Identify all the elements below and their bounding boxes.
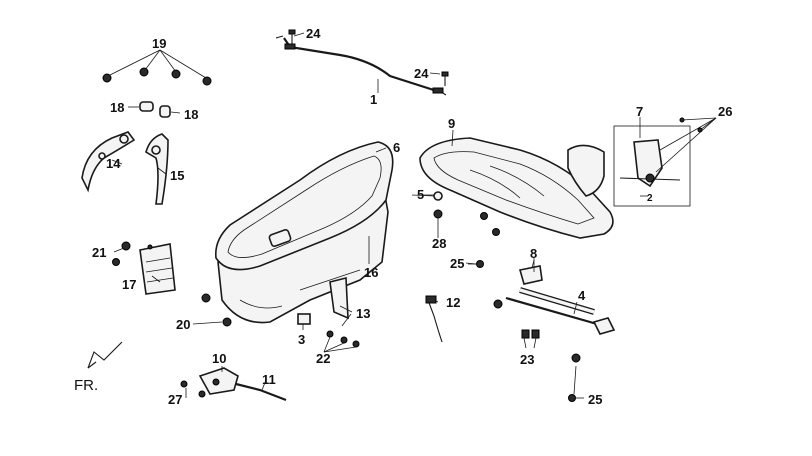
part-21-bolt <box>112 241 131 266</box>
callout-18a: 18 <box>110 100 124 115</box>
part-11-cable <box>235 382 287 402</box>
part-3-plate <box>297 313 311 325</box>
part-24-bolts <box>288 29 449 86</box>
part-17-bracket <box>139 243 176 295</box>
callout-23: 23 <box>520 352 534 367</box>
part-22-clips <box>323 330 360 353</box>
callout-12: 12 <box>446 295 460 310</box>
front-direction-label: FR. <box>74 377 98 394</box>
part-18-caps <box>128 101 181 118</box>
callout-18b: 18 <box>184 107 198 122</box>
part-12-cable-clip <box>425 295 443 343</box>
part-5-bolt <box>411 191 443 201</box>
front-arrow <box>87 341 123 369</box>
callout-9: 9 <box>448 116 455 131</box>
callout-22: 22 <box>316 351 330 366</box>
part-13-pad <box>329 276 349 320</box>
part-26-screws <box>655 117 717 173</box>
part-10-latch <box>198 367 239 395</box>
part-14-handle-left <box>81 131 136 193</box>
callout-17: 17 <box>122 277 136 292</box>
part-25-bolts <box>468 260 577 402</box>
callout-26: 26 <box>718 104 732 119</box>
callout-19: 19 <box>152 36 166 51</box>
callout-25b: 25 <box>588 392 602 407</box>
callout-10: 10 <box>212 351 226 366</box>
callout-14: 14 <box>106 156 121 171</box>
callout-28: 28 <box>432 236 446 251</box>
part-23-bolts <box>521 329 540 339</box>
callout-7: 7 <box>636 104 643 119</box>
part-6-luggage-lid <box>214 141 394 271</box>
callout-labels: 1 2 3 4 5 6 7 8 9 10 11 12 13 14 15 16 1… <box>74 26 732 407</box>
part-4-gas-strut <box>493 287 616 363</box>
part-9-seat-frame <box>419 137 614 239</box>
leader-lines <box>111 32 641 399</box>
callout-24b: 24 <box>414 66 429 81</box>
part-1-cable <box>275 35 447 96</box>
callout-20: 20 <box>176 317 190 332</box>
callout-3: 3 <box>298 332 305 347</box>
callout-15: 15 <box>170 168 184 183</box>
part-7-lock-assembly <box>613 125 691 207</box>
part-27-nuts <box>180 380 206 398</box>
callout-4: 4 <box>578 288 586 303</box>
callout-21: 21 <box>92 245 106 260</box>
callout-6: 6 <box>393 140 400 155</box>
callout-1: 1 <box>370 92 377 107</box>
callout-24a: 24 <box>306 26 321 41</box>
callout-13: 13 <box>356 306 370 321</box>
part-8-bracket <box>518 259 543 285</box>
callout-16: 16 <box>364 265 378 280</box>
part-seat-latch <box>567 144 605 197</box>
callout-25a: 25 <box>450 256 464 271</box>
part-28-nuts <box>433 209 500 238</box>
callout-11: 11 <box>262 372 276 387</box>
part-19-clips <box>102 49 212 86</box>
callout-8: 8 <box>530 246 537 261</box>
callout-27: 27 <box>168 392 182 407</box>
callout-5: 5 <box>417 187 424 202</box>
callout-2: 2 <box>647 193 653 204</box>
part-20-bolts <box>201 293 232 327</box>
part-15-handle-right <box>145 133 169 205</box>
